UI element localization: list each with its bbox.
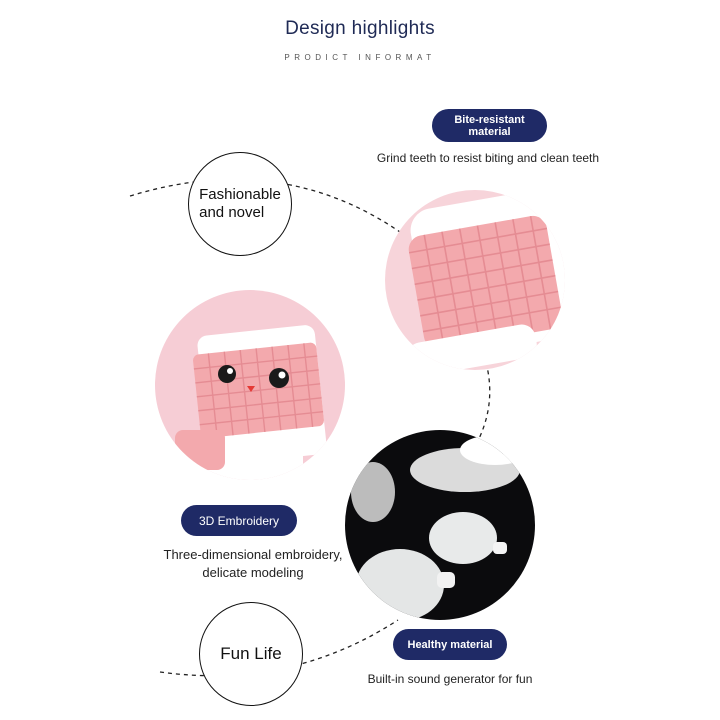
- fashionable-circle: Fashionable and novel: [188, 152, 292, 256]
- healthy-material-caption: Built-in sound generator for fun: [367, 672, 533, 686]
- bite-resistant-badge: Bite-resistant material: [432, 109, 547, 142]
- fashionable-line2: and novel: [199, 204, 265, 221]
- healthy-material-badge: Healthy material: [393, 629, 507, 660]
- page-subtitle: PRODICT INFORMAT: [284, 53, 436, 62]
- sound-generator-photo: [345, 430, 535, 620]
- embroidery-badge: 3D Embroidery: [181, 505, 297, 536]
- embroidery-caption: Three-dimensional embroidery, delicate m…: [126, 546, 380, 582]
- page-title: Design highlights: [285, 18, 435, 39]
- fabric-closeup-photo: [385, 190, 565, 370]
- bite-badge-line2: material: [468, 125, 511, 138]
- embroidered-toy-photo: [155, 290, 345, 480]
- embroidery-caption-line2: delicate modeling: [202, 565, 304, 580]
- embroidery-caption-line1: Three-dimensional embroidery,: [163, 547, 343, 562]
- fashionable-line1: Fashionable: [199, 186, 281, 203]
- fun-life-circle: Fun Life: [199, 602, 303, 706]
- bite-badge-line1: Bite-resistant: [454, 113, 525, 126]
- fun-life-label: Fun Life: [220, 644, 282, 663]
- bite-resistant-caption: Grind teeth to resist biting and clean t…: [376, 151, 600, 165]
